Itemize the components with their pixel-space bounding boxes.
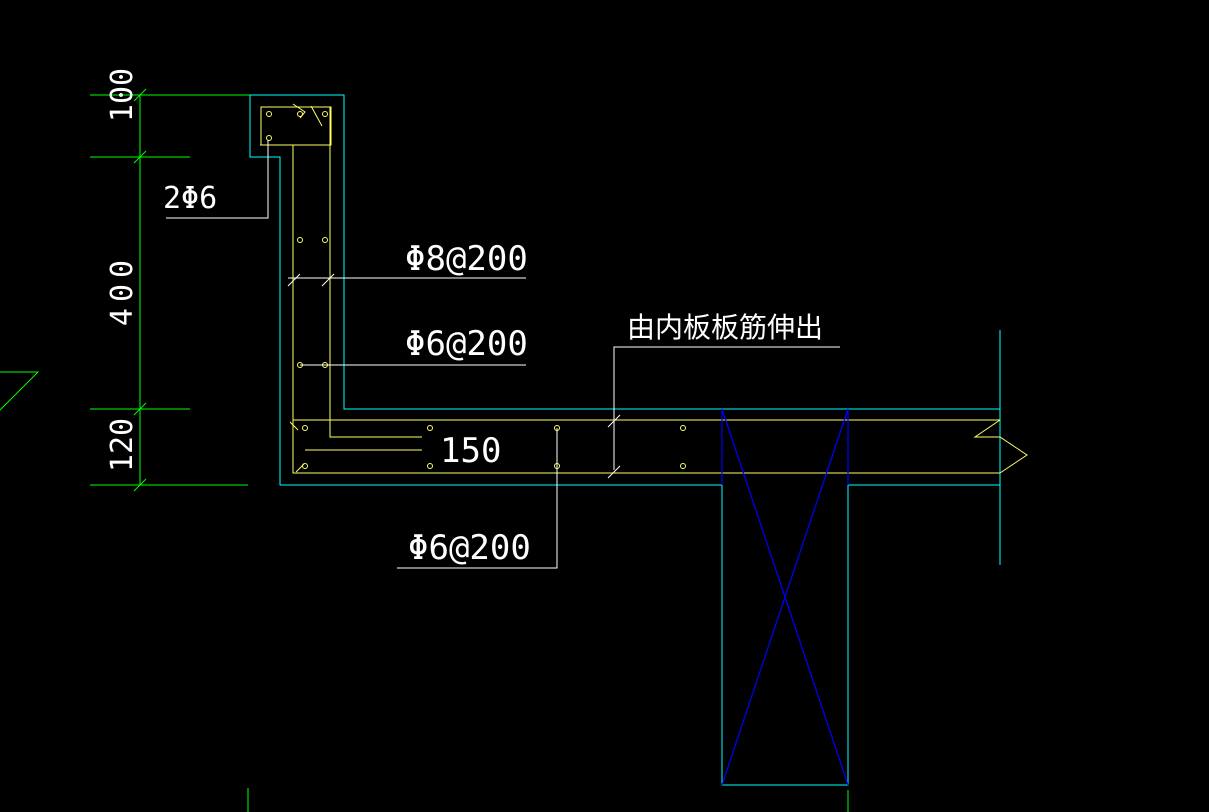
dim-text-middle: 400 [105, 254, 140, 326]
rebar-dots [266, 111, 686, 469]
label-slab-note: 由内板板筋伸出 [627, 311, 823, 344]
rebar-lines [260, 103, 1028, 474]
dim-text-bottom: 120 [105, 418, 140, 472]
label-corner-bars: 2Φ6 [163, 181, 217, 216]
label-vertical-bars: Φ6@200 [405, 324, 528, 364]
dim-text-top: 100 [105, 68, 140, 122]
label-stirrup-vertical: Φ8@200 [405, 239, 528, 279]
grid-marker-triangle [0, 371, 40, 411]
label-slab-thickness: 150 [440, 431, 501, 471]
label-slab-bottom-bars: Φ6@200 [408, 528, 531, 568]
leader-lines [166, 140, 840, 569]
column-cross-marks [721, 408, 849, 786]
dimension-lines [90, 88, 849, 812]
section-outline [249, 94, 1001, 786]
